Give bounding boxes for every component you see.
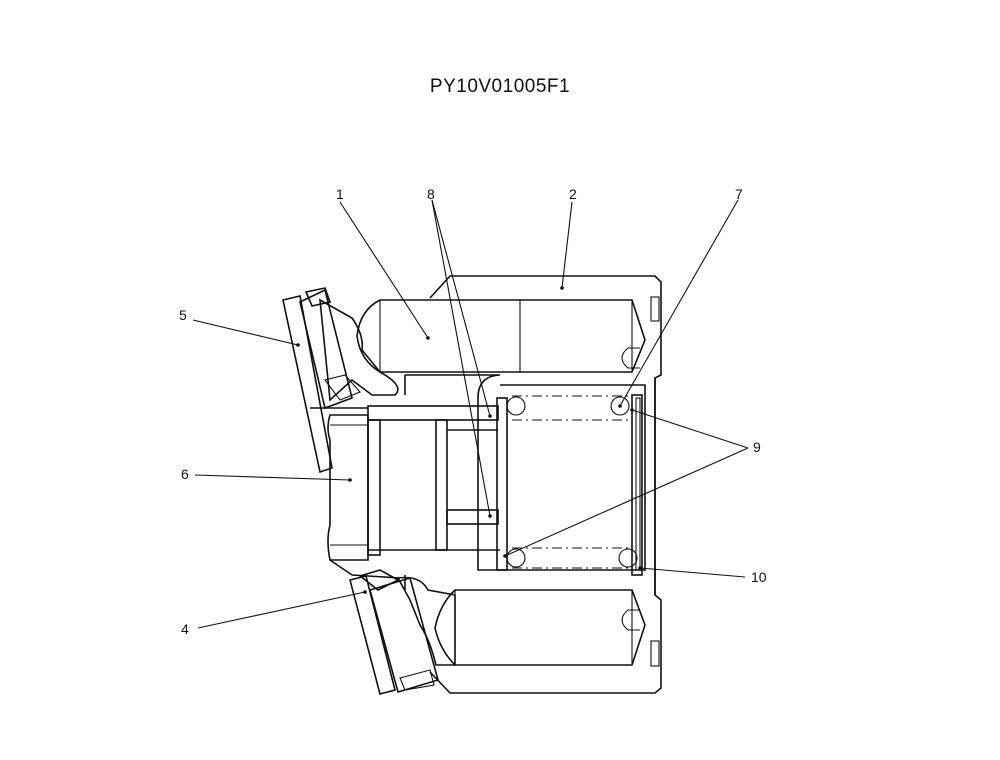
drawing-title: PY10V01005F1 — [429, 76, 571, 97]
retainer-plates — [496, 394, 643, 576]
swash-outline — [310, 407, 401, 579]
cylinder-block — [429, 275, 662, 694]
callout-10: 10 — [751, 569, 767, 585]
callout-7: 7 — [735, 186, 743, 202]
leader-lines — [192, 199, 749, 629]
lower-piston — [434, 589, 646, 666]
shoe-holder — [327, 414, 369, 561]
callout-4: 4 — [181, 621, 189, 637]
callout-1: 1 — [336, 186, 344, 202]
upper-shoe — [282, 287, 399, 474]
lower-shoe — [349, 569, 456, 695]
callout-5: 5 — [179, 307, 187, 323]
spring-centerlines — [506, 395, 638, 569]
ball-upper-right — [610, 396, 630, 416]
callout-9: 9 — [753, 439, 761, 455]
callout-2: 2 — [569, 186, 577, 202]
ball-lower-left — [506, 548, 526, 568]
callout-6: 6 — [181, 466, 189, 482]
guide-pins — [367, 405, 500, 556]
callout-8: 8 — [427, 186, 435, 202]
upper-piston — [356, 299, 646, 373]
